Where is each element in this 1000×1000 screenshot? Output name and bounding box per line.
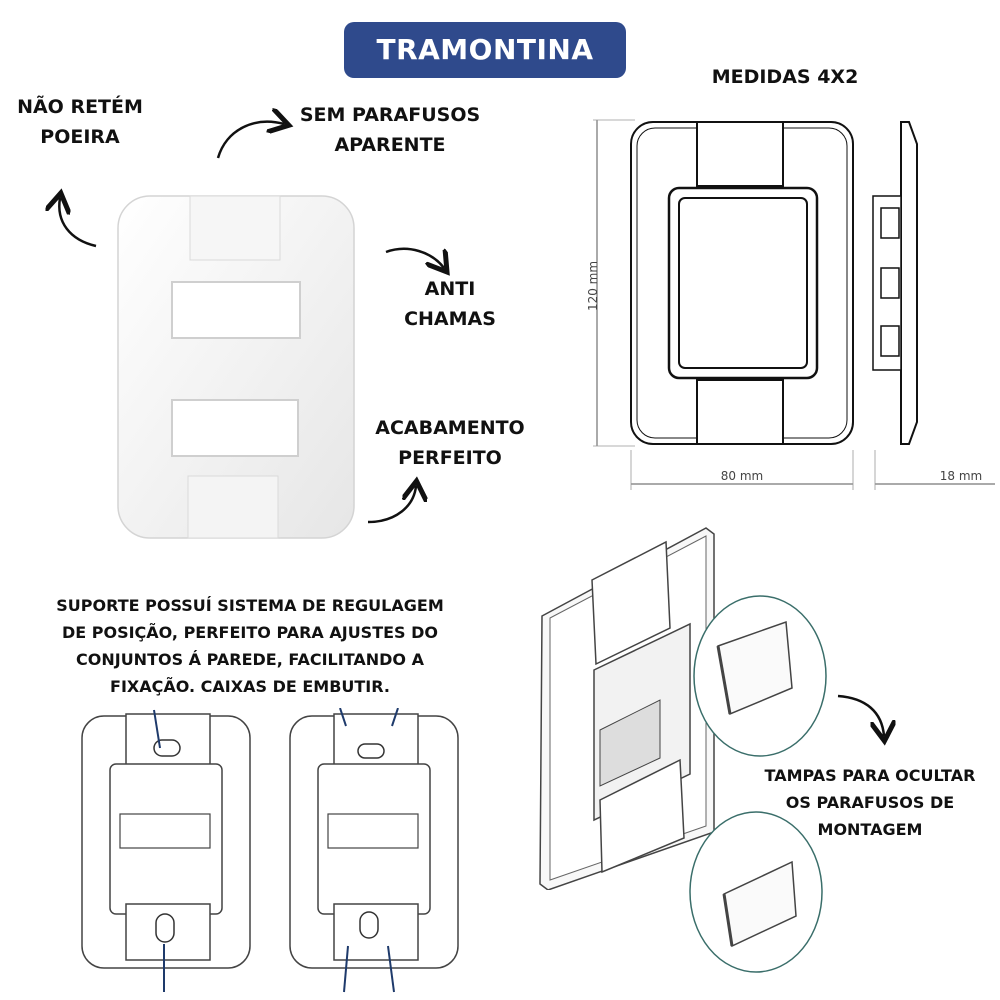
measures-title: MEDIDAS 4X2 xyxy=(711,66,859,88)
support-line-4: FIXAÇÃO. CAIXAS DE EMBUTIR. xyxy=(110,677,390,696)
feature-dust-line-1: NÃO RETÉM xyxy=(17,96,143,118)
feature-screws-line-2: APARENTE xyxy=(334,134,446,156)
product-plate-image xyxy=(117,195,355,539)
arrow-finish xyxy=(367,486,416,524)
feature-screws-line-1: SEM PARAFUSOS xyxy=(299,104,481,126)
feature-finish-line-2: PERFEITO xyxy=(398,447,502,469)
cover-detail-bottom xyxy=(689,811,823,973)
covers-line-2: OS PARAFUSOS DE xyxy=(785,793,955,812)
arrow-dust xyxy=(59,198,97,248)
covers-line-3: MONTAGEM xyxy=(817,820,923,839)
support-line-1: SUPORTE POSSUÍ SISTEMA DE REGULAGEM xyxy=(56,596,444,615)
arrow-screws xyxy=(216,122,284,159)
dim-height: 120 mm xyxy=(586,261,600,311)
feature-finish-label: ACABAMENTO PERFEITO xyxy=(360,413,540,473)
covers-description: TAMPAS PARA OCULTAR OS PARAFUSOS DE MONT… xyxy=(750,762,990,843)
feature-screws-label: SEM PARAFUSOS APARENTE xyxy=(290,100,490,160)
support-diagram-right xyxy=(289,708,459,993)
arrow-covers xyxy=(837,694,884,736)
arrow-flame xyxy=(385,247,444,268)
cover-detail-top xyxy=(693,595,827,757)
covers-line-1: TAMPAS PARA OCULTAR xyxy=(764,766,976,785)
feature-dust-line-2: POEIRA xyxy=(40,126,120,148)
support-line-3: CONJUNTOS Á PAREDE, FACILITANDO A xyxy=(76,650,424,669)
support-line-2: DE POSIÇÃO, PERFEITO PARA AJUSTES DO xyxy=(61,623,439,642)
feature-dust-label: NÃO RETÉM POEIRA xyxy=(10,92,150,152)
feature-flame-line-1: ANTI xyxy=(424,278,476,300)
brand-logo: TRAMONTINA xyxy=(344,22,626,78)
feature-flame-line-2: CHAMAS xyxy=(404,308,496,330)
dim-width: 80 mm xyxy=(721,469,763,483)
support-diagram-left xyxy=(81,709,251,992)
dim-depth: 18 mm xyxy=(940,469,982,483)
technical-drawing: 120 mm 80 mm 18 mm xyxy=(586,119,995,490)
feature-flame-label: ANTI CHAMAS xyxy=(395,274,505,334)
support-description: SUPORTE POSSUÍ SISTEMA DE REGULAGEM DE P… xyxy=(40,592,460,700)
feature-finish-line-1: ACABAMENTO xyxy=(375,417,525,439)
